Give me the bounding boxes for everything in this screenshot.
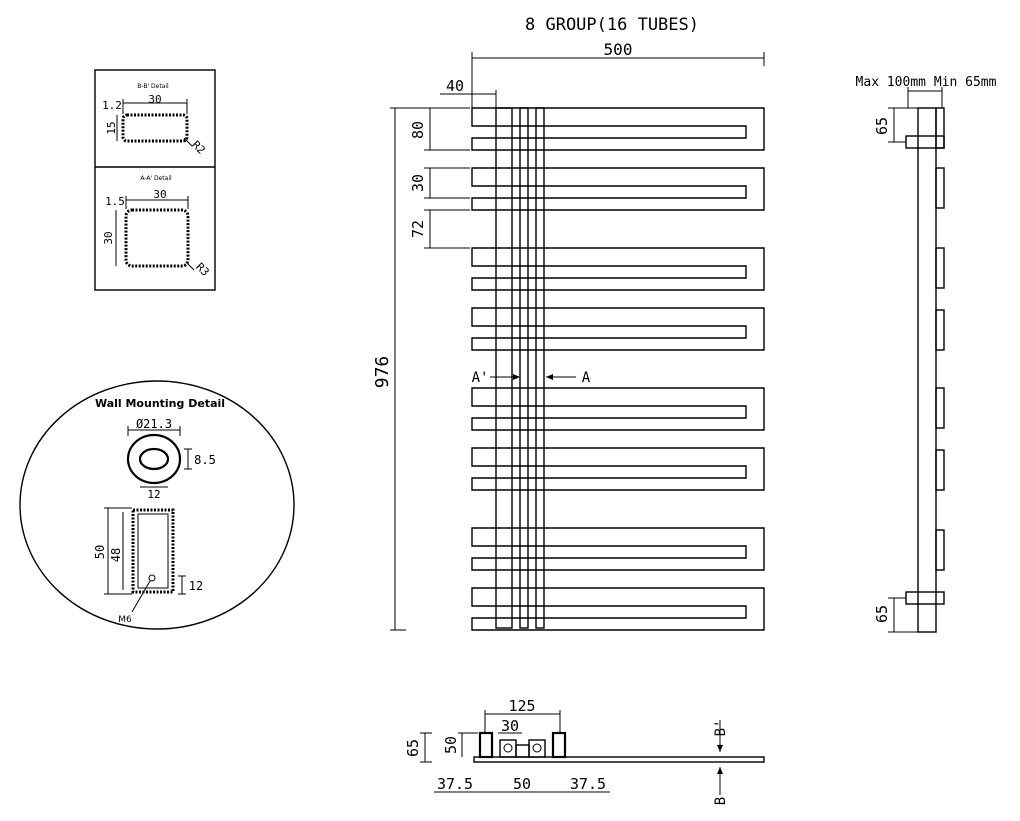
side-bar xyxy=(917,107,937,633)
tube-group xyxy=(471,247,765,291)
aa-detail-title: A-A' Detail xyxy=(140,175,172,182)
bottom-seg-right-label: 37.5 xyxy=(570,775,606,793)
side-bottom-label: 65 xyxy=(873,605,891,623)
mount-diameter-label: Ø21.3 xyxy=(136,417,172,431)
mount-hole-label: 12 xyxy=(189,579,203,593)
wall-mount-title: Wall Mounting Detail xyxy=(95,397,225,410)
bottom-view: 125 30 65 50 37.5 50 37.5 B' B xyxy=(404,697,765,805)
mount-bracket-section xyxy=(131,508,175,594)
section-a-left: A' xyxy=(472,370,489,386)
front-height-label: 976 xyxy=(372,356,393,389)
tube-group xyxy=(471,527,765,571)
front-width-label: 500 xyxy=(604,40,633,59)
aa-radius-label: R3 xyxy=(193,260,212,279)
side-top-label: 65 xyxy=(873,117,891,135)
aa-wall-label: 1.5 xyxy=(105,195,125,208)
bottom-seg-left-label: 37.5 xyxy=(437,775,473,793)
front-offset-label: 40 xyxy=(446,77,464,95)
bottom-65-label: 65 xyxy=(404,739,422,757)
drawing-title: 8 GROUP(16 TUBES) xyxy=(525,15,699,35)
front-view: 500 40 976 80 30 xyxy=(372,40,765,631)
tube-group xyxy=(471,447,765,491)
section-b-bottom: B xyxy=(713,797,729,805)
mount-inner-height-label: 48 xyxy=(109,548,123,562)
tube-group xyxy=(471,167,765,211)
wall-bracket xyxy=(905,591,945,605)
aa-width-label: 30 xyxy=(153,188,166,201)
aa-tube-section xyxy=(124,208,190,268)
tube-group xyxy=(471,307,765,351)
side-range-label: Max 100mm Min 65mm xyxy=(856,75,997,90)
tube-group xyxy=(471,387,765,431)
tube-group xyxy=(471,107,765,151)
bb-height-label: 15 xyxy=(105,121,118,134)
tube-groups xyxy=(471,107,765,631)
bb-width-label: 30 xyxy=(148,93,161,106)
mount-slot-width-label: 12 xyxy=(147,488,160,501)
bb-detail-title: B-B' Detail xyxy=(137,83,169,90)
tube-group xyxy=(471,587,765,631)
bottom-seg-mid-label: 50 xyxy=(513,775,531,793)
side-view: Max 100mm Min 65mm 65 65 xyxy=(856,75,997,633)
section-a-right: A xyxy=(582,370,591,386)
aa-height-label: 30 xyxy=(102,231,115,244)
bb-tube-section xyxy=(121,113,189,143)
bottom-30-label: 30 xyxy=(501,717,519,735)
section-details-box: B-B' Detail 30 1.2 15 R2 A-A' Detail 30 … xyxy=(94,69,216,291)
mount-screw-label: M6 xyxy=(118,615,132,625)
bb-radius-label: R2 xyxy=(189,138,208,157)
bb-wall-label: 1.2 xyxy=(102,99,122,112)
gap-80-label: 80 xyxy=(409,121,427,139)
wall-bracket xyxy=(905,135,945,149)
wall-mounting-detail: Wall Mounting Detail Ø21.3 8.5 12 50 48 … xyxy=(19,380,295,630)
mount-slot-height-label: 8.5 xyxy=(194,453,216,467)
gap-30-label: 30 xyxy=(409,174,427,192)
mount-outer-height-label: 50 xyxy=(93,545,107,559)
gap-72-label: 72 xyxy=(409,220,427,238)
bottom-50-label: 50 xyxy=(442,736,460,754)
bottom-125-label: 125 xyxy=(508,697,535,715)
section-b-top: B' xyxy=(713,720,729,737)
